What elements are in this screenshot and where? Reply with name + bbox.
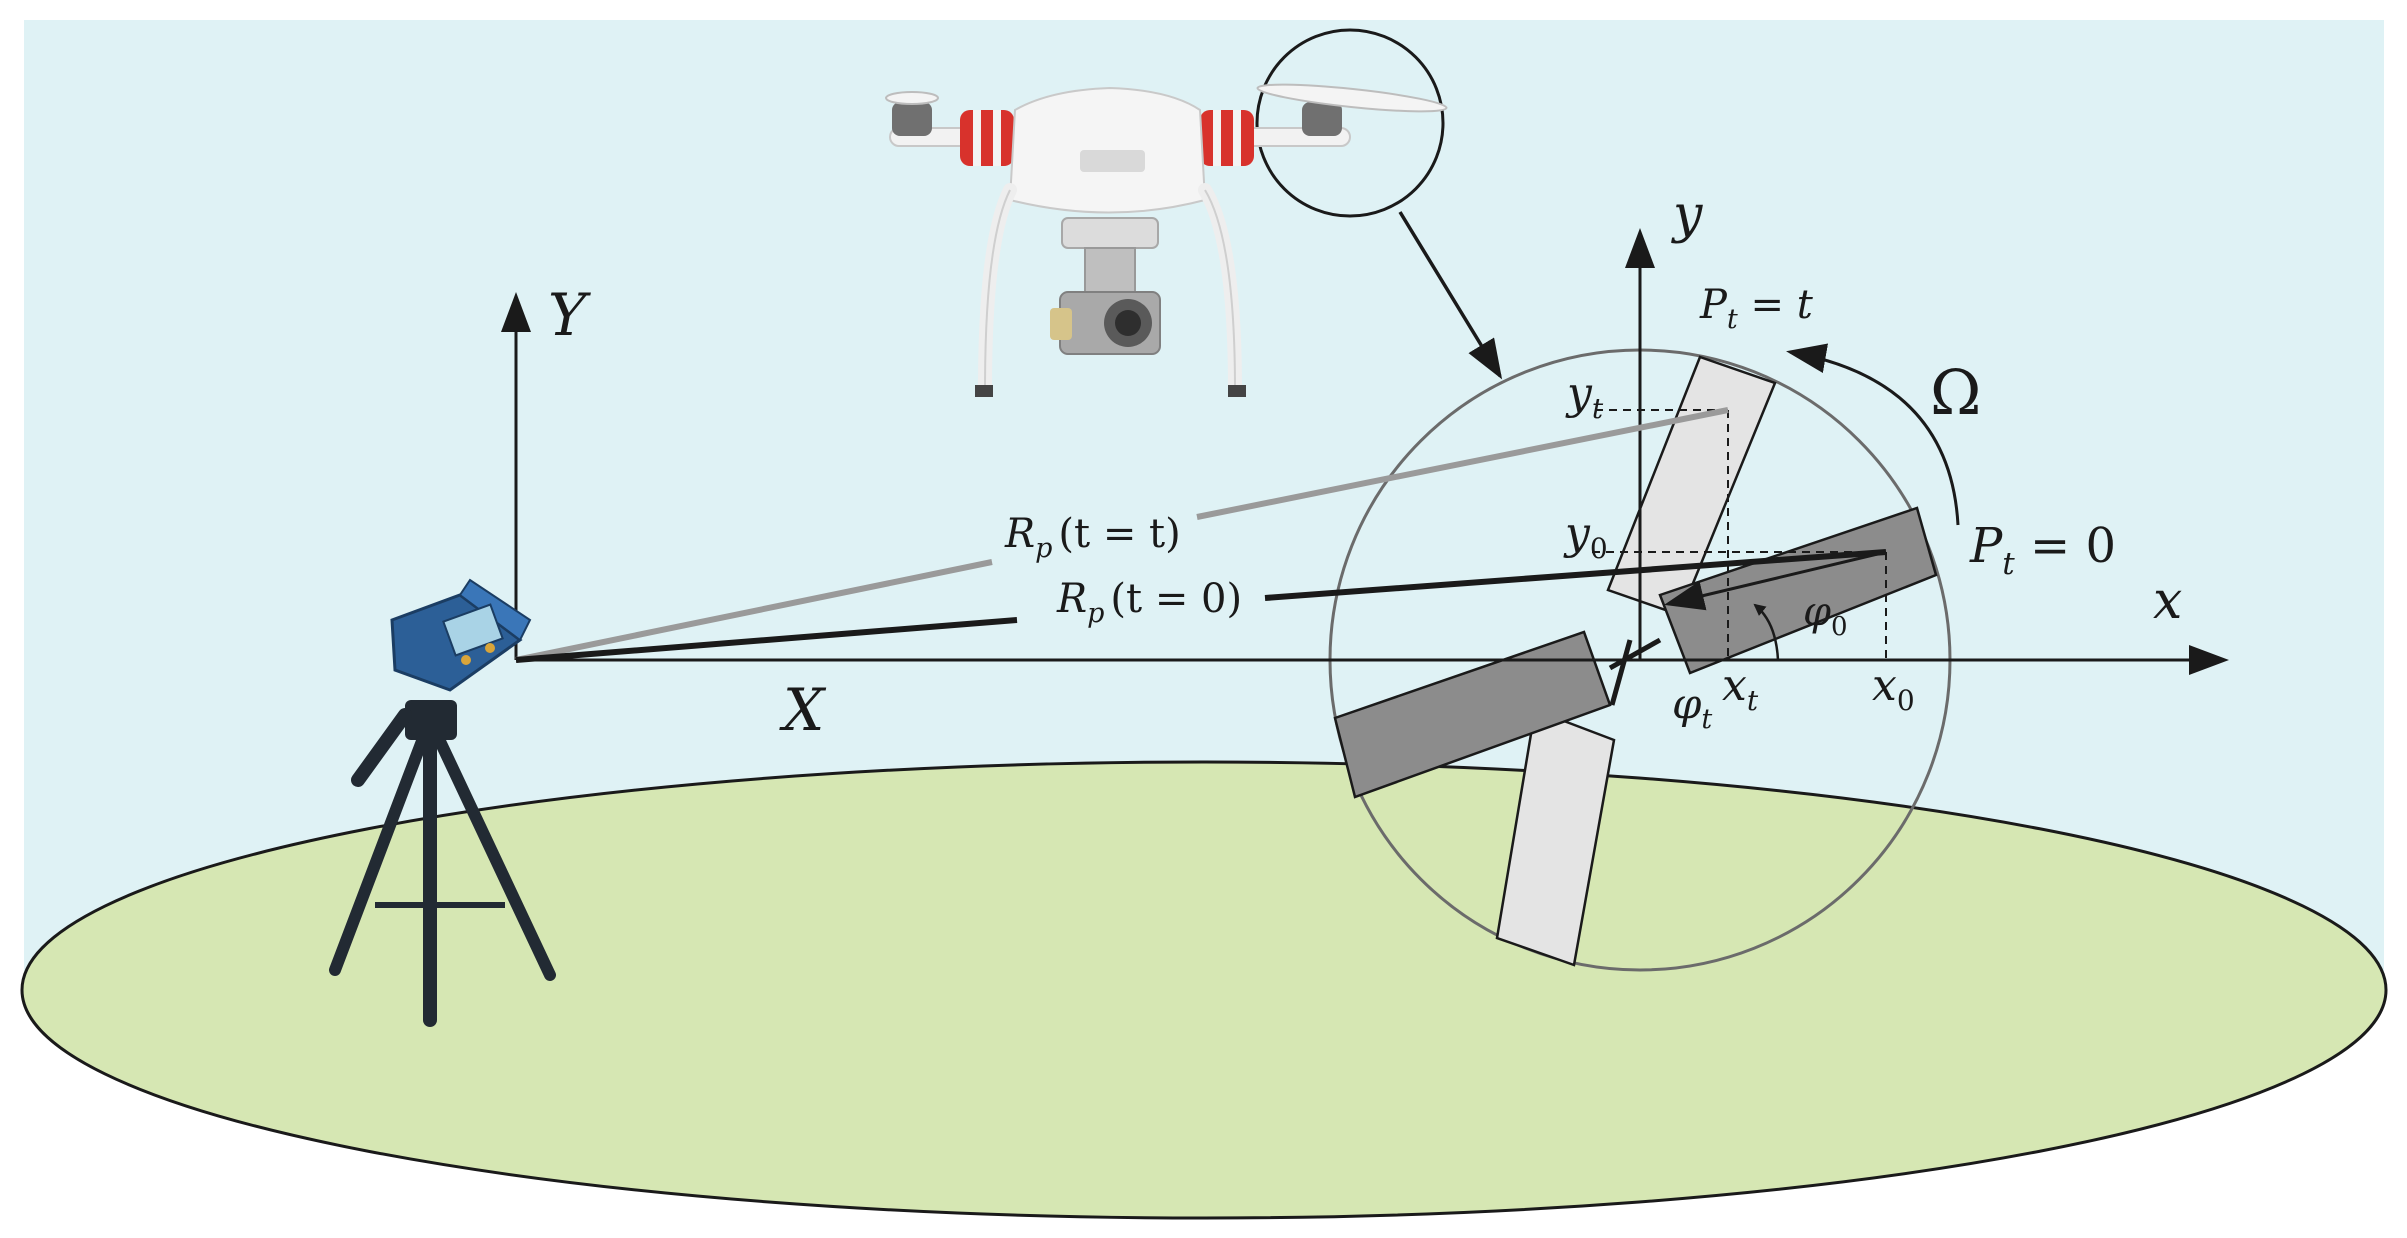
range-line-0-dark-2 <box>1264 549 1887 601</box>
range-t-label: Rp(t = t) <box>1004 511 1181 564</box>
hub-line <box>1608 637 1662 671</box>
y0-label: y0 <box>1563 508 1608 565</box>
blade-dark-right <box>1658 506 1938 675</box>
phit-label: φt <box>1672 679 1712 735</box>
omega-arc <box>1786 343 1960 526</box>
range-line-t-gray <box>515 559 993 663</box>
blade-vector-arrow <box>1664 550 1887 611</box>
zoom-arrow <box>1398 211 1503 380</box>
zoom-circle <box>1255 28 1445 218</box>
rotor-blades <box>1333 355 1938 967</box>
radar-y-label: Y <box>548 281 591 349</box>
ground-ellipse <box>20 760 2388 1220</box>
drone-icon <box>885 83 1448 397</box>
blade-light-lower <box>1495 708 1616 967</box>
yt-label: yt <box>1565 368 1604 425</box>
xt-label: xt <box>1722 660 1759 717</box>
phi0-arc <box>1753 603 1780 661</box>
hub-line-2 <box>1609 639 1633 706</box>
radar-tripod-icon <box>329 578 556 1027</box>
x0-label: x0 <box>1872 660 1915 717</box>
pt-t-label: Pt = t <box>1699 282 1814 335</box>
radar-x-label: X <box>779 676 827 744</box>
range-line-0-dark <box>515 617 1018 663</box>
omega-label: Ω <box>1930 356 1981 429</box>
pt-0-label: Pt = 0 <box>1969 518 2116 582</box>
rotor-y-label: y <box>1671 185 1703 245</box>
range-0-label: Rp(t = 0) <box>1056 576 1242 629</box>
range-line-t-gray-2 <box>1196 407 1729 520</box>
rotor-x-label: x <box>2153 571 2182 631</box>
projection-lines <box>1592 409 1887 660</box>
phi0-label: φ0 <box>1803 589 1848 642</box>
